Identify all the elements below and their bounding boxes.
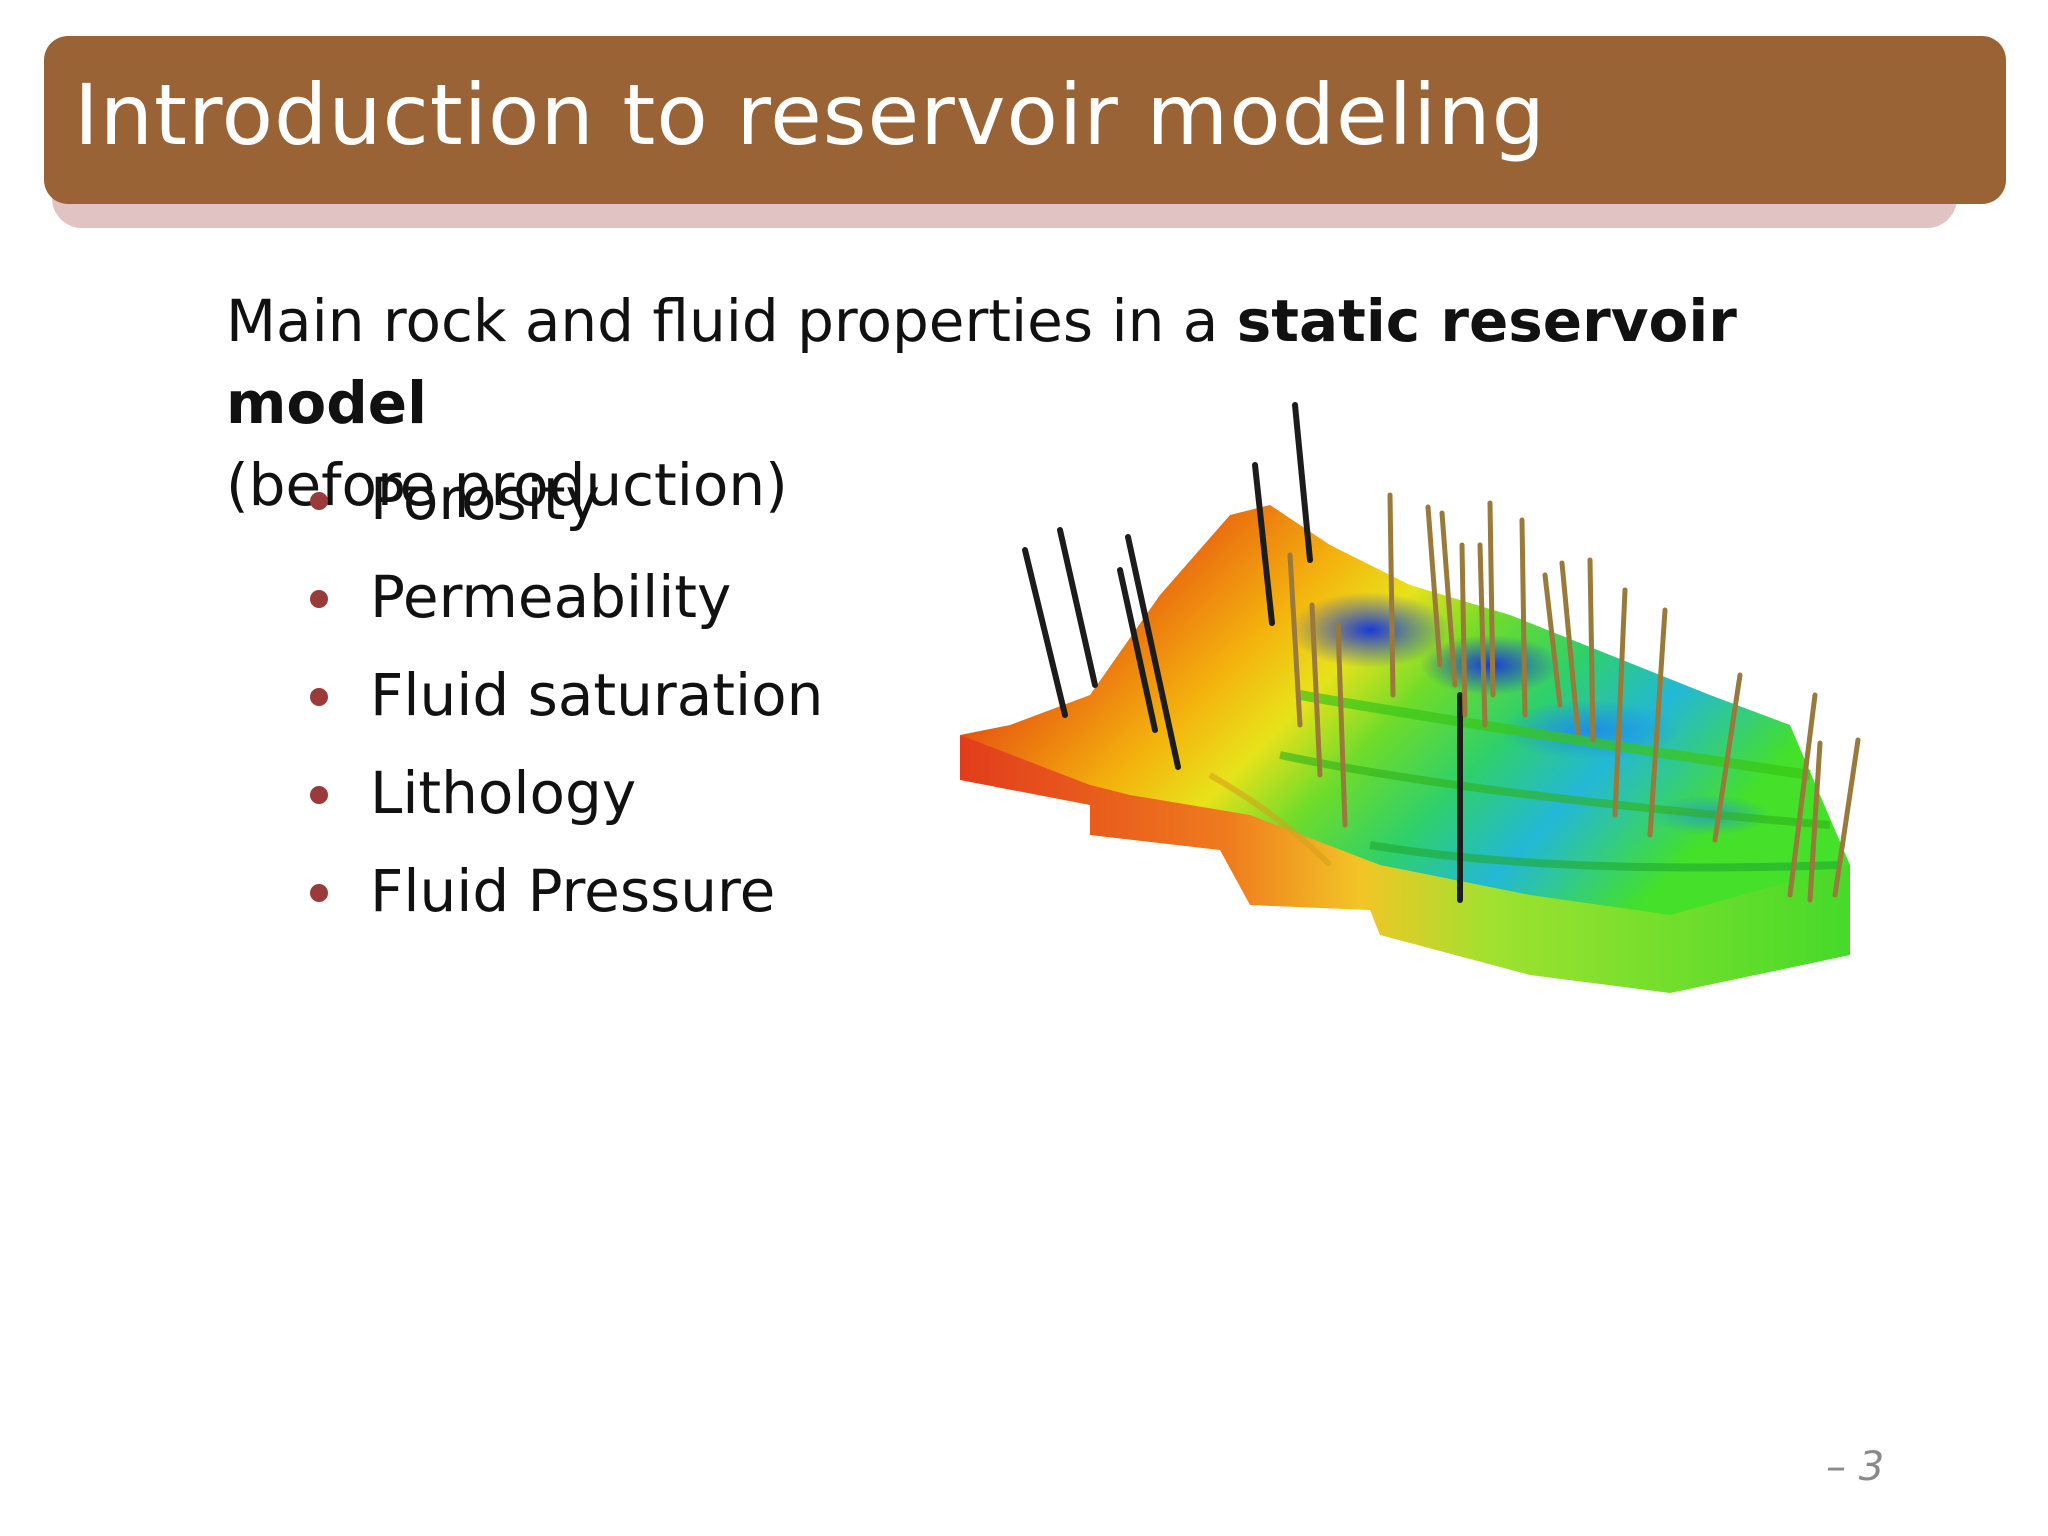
- bullet-icon: [310, 492, 328, 510]
- list-item: Permeability: [300, 556, 823, 654]
- slide-title: Introduction to reservoir modeling: [74, 66, 1546, 164]
- bullet-icon: [310, 590, 328, 608]
- list-item-label: Porosity: [370, 465, 600, 533]
- list-item: Porosity: [300, 458, 823, 556]
- title-bar: Introduction to reservoir modeling: [44, 36, 2006, 204]
- list-item-label: Fluid saturation: [370, 661, 824, 729]
- page-number: – 3: [1826, 1444, 1885, 1490]
- bullet-icon: [310, 786, 328, 804]
- intro-prefix: Main rock and fluid properties in a: [226, 287, 1237, 355]
- bullet-icon: [310, 884, 328, 902]
- intro-bold: static reservoir model: [226, 287, 1737, 437]
- list-item-label: Permeability: [370, 563, 732, 631]
- list-item: Fluid saturation: [300, 654, 823, 752]
- bullet-icon: [310, 688, 328, 706]
- property-list: Porosity Permeability Fluid saturation L…: [300, 458, 823, 948]
- list-item: Fluid Pressure: [300, 850, 823, 948]
- list-item-label: Fluid Pressure: [370, 857, 776, 925]
- reservoir-model-image: [960, 402, 1861, 993]
- list-item: Lithology: [300, 752, 823, 850]
- list-item-label: Lithology: [370, 759, 637, 827]
